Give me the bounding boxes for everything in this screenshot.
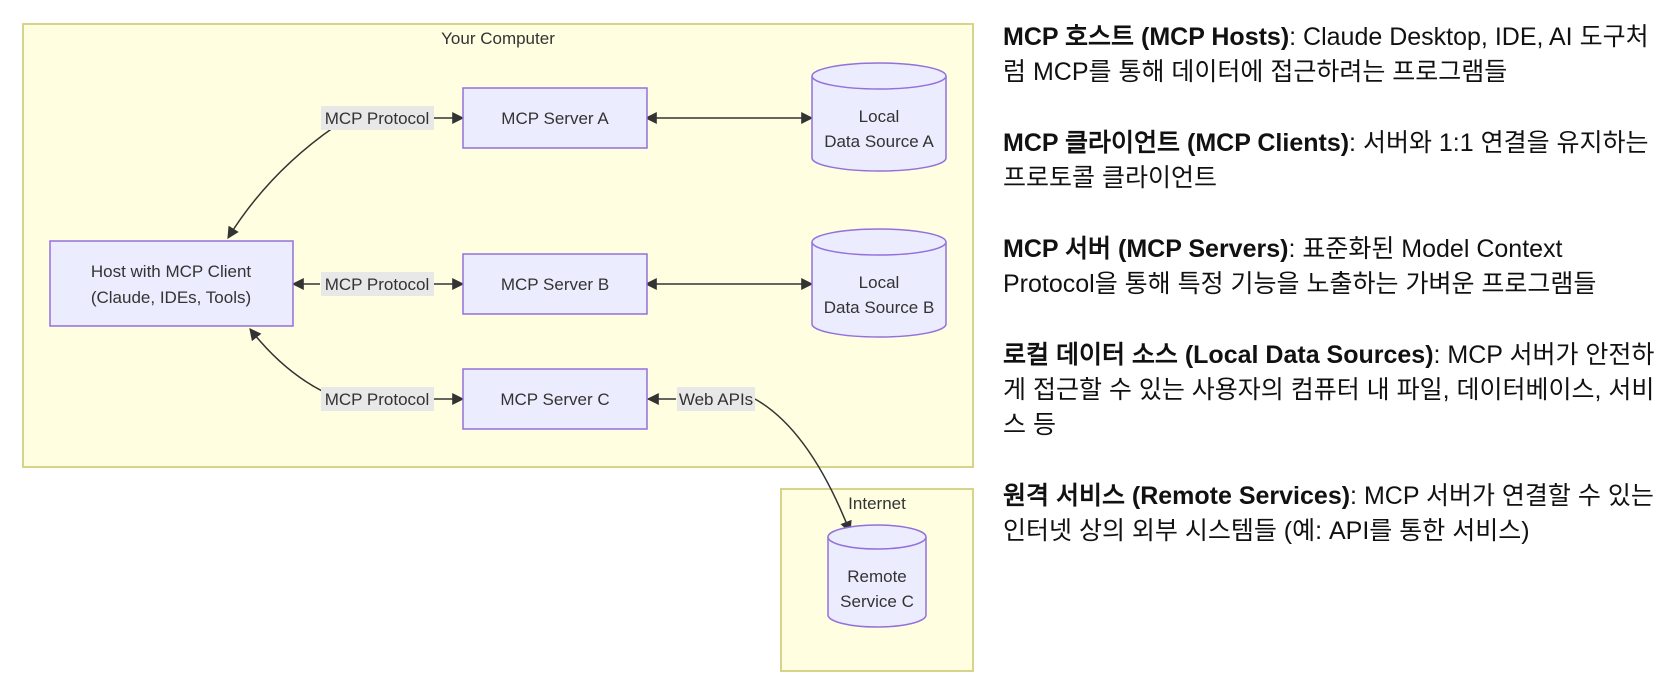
internet-group: Internet [780,488,974,672]
legend-term: 원격 서비스 (Remote Services) [1003,482,1351,510]
svg-text:MCP Protocol: MCP Protocol [325,275,430,294]
legend-desc: : MCP 서버가 안전하게 접근할 수 있는 사용자의 컴퓨터 내 파일, 데… [1003,341,1655,439]
host-node: Host with MCP Client (Claude, IDEs, Tool… [49,240,294,327]
svg-text:MCP Server B: MCP Server B [501,275,609,294]
svg-text:Data Source B: Data Source B [824,298,935,317]
local-data-source-a: Local Data Source A [811,62,947,172]
legend-term: 로컬 데이터 소스 (Local Data Sources) [1003,341,1434,369]
edge-web-apis-remote [754,398,852,534]
legend-term: MCP 호스트 (MCP Hosts) [1003,23,1290,51]
svg-text:Local: Local [859,273,900,292]
server-a-node: MCP Server A [462,87,648,149]
host-label-line1: Host with MCP Client [91,262,252,281]
legend-term: MCP 서버 (MCP Servers) [1003,235,1289,263]
legend-item-local-data-sources: 로컬 데이터 소스 (Local Data Sources): MCP 서버가 … [1003,338,1655,443]
svg-text:Data Source A: Data Source A [824,132,934,151]
legend-item-hosts: MCP 호스트 (MCP Hosts): Claude Desktop, IDE… [1003,20,1655,90]
legend-term: MCP 클라이언트 (MCP Clients) [1003,129,1350,157]
legend-desc: : 서버와 1:1 연결을 유지하는 프로토콜 클라이언트 [1003,129,1649,192]
edge-label-protocol-b: MCP Protocol [321,272,434,296]
edge-label-protocol-c: MCP Protocol [321,387,434,411]
legend-item-clients: MCP 클라이언트 (MCP Clients): 서버와 1:1 연결을 유지하… [1003,126,1655,196]
svg-text:MCP Server C: MCP Server C [500,390,609,409]
local-data-source-b: Local Data Source B [811,228,947,338]
legend: MCP 호스트 (MCP Hosts): Claude Desktop, IDE… [1003,20,1655,585]
edge-label-protocol-a: MCP Protocol [321,106,434,130]
architecture-diagram: Your Computer Internet MCP Protocol MCP … [22,23,974,672]
svg-text:Local: Local [859,107,900,126]
host-label-line2: (Claude, IDEs, Tools) [91,288,251,307]
svg-text:Service C: Service C [840,592,914,611]
svg-text:MCP Server A: MCP Server A [501,109,609,128]
edge-label-web-apis: Web APIs [677,387,755,411]
server-b-node: MCP Server B [462,253,648,315]
svg-text:MCP Protocol: MCP Protocol [325,390,430,409]
your-computer-label: Your Computer [441,29,555,48]
svg-text:MCP Protocol: MCP Protocol [325,109,430,128]
server-c-node: MCP Server C [462,368,648,430]
legend-desc: : 표준화된 Model Context Protocol을 통해 특정 기능을… [1003,235,1597,298]
edges [227,112,852,534]
svg-text:Web APIs: Web APIs [679,390,753,409]
legend-desc: : MCP 서버가 연결할 수 있는 인터넷 상의 외부 시스템들 (예: AP… [1003,482,1654,545]
internet-label: Internet [848,494,906,513]
legend-item-servers: MCP 서버 (MCP Servers): 표준화된 Model Context… [1003,232,1655,302]
svg-text:Remote: Remote [847,567,907,586]
legend-item-remote-services: 원격 서비스 (Remote Services): MCP 서버가 연결할 수 … [1003,479,1655,549]
legend-desc: : Claude Desktop, IDE, AI 도구처럼 MCP를 통해 데… [1003,23,1649,86]
edge-host-server-a [227,122,341,240]
remote-service-c: Remote Service C [827,524,927,628]
